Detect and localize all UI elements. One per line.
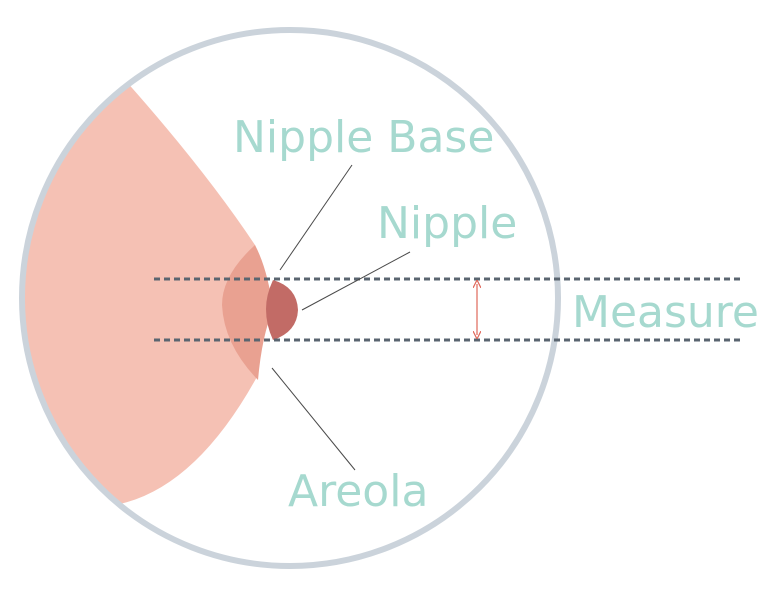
nipple-base-leader-line [279,164,353,271]
nipple-leader-line [301,251,411,311]
areola-leader-line [271,367,356,471]
areola-label: Areola [288,466,428,517]
nipple-shape [266,280,298,340]
nipple-base-label: Nipple Base [233,112,494,163]
measure-label: Measure [572,287,759,338]
breast-shape [22,30,270,540]
nipple-label: Nipple [377,198,517,249]
outline-circle [19,27,561,569]
